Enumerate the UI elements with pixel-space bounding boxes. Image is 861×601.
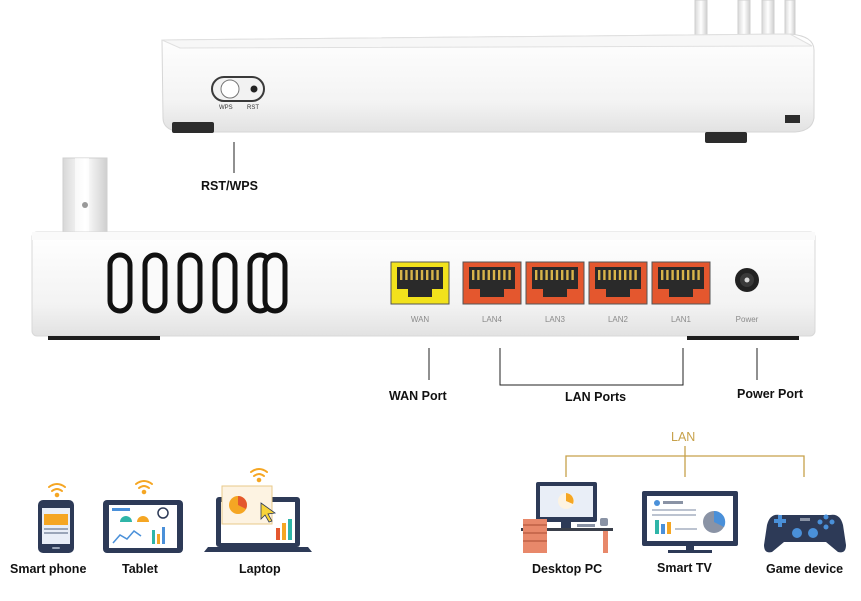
lan-group-title: LAN [671,430,696,444]
lan-bracket [565,446,805,477]
smartphone-label: Smart phone [10,562,87,576]
power-label: Power [736,315,759,324]
desktop-pc-label: Desktop PC [532,562,603,576]
rst-wps-callout: RST/WPS [201,179,258,193]
smart-tv-label: Smart TV [657,561,712,575]
game-device-label: Game device [766,562,844,576]
wps-rst-button: WPS RST [211,76,265,111]
port-lan2: LAN2 [588,261,648,324]
port-label: LAN3 [545,315,566,324]
port-label: LAN1 [671,315,692,324]
lan-ports-callout: LAN Ports [565,390,627,404]
wifi-icon [250,468,268,483]
laptop-label: Laptop [239,562,281,576]
power-port: Power [735,268,759,324]
smartphone-icon [38,500,74,553]
tablet-label: Tablet [122,562,158,576]
wifi-icon [48,483,66,498]
wifi-icon [135,480,153,495]
smart-tv-icon [642,491,738,553]
port-wan: WAN [390,261,450,324]
port-lan3: LAN3 [525,261,585,324]
ethernet-ports: WAN LAN4 LAN3 LAN2 LAN1 [390,261,711,324]
port-label: LAN2 [608,315,629,324]
router-back-view: WAN LAN4 LAN3 LAN2 LAN1 Power [31,157,816,340]
port-label: WAN [411,315,430,324]
router-front-view: WPS RST [161,0,815,173]
callout-lines [428,348,758,386]
desktop-pc-icon [521,482,613,553]
port-lan4: LAN4 [462,261,522,324]
power-port-callout: Power Port [737,387,803,401]
laptop-icon [204,485,312,552]
vents [107,252,288,314]
port-lan1: LAN1 [651,261,711,324]
wan-port-callout: WAN Port [389,389,447,403]
wps-label: WPS [219,105,233,111]
tablet-icon [103,500,183,553]
rst-label: RST [247,105,259,111]
port-label: LAN4 [482,315,503,324]
gamepad-icon [764,514,846,553]
